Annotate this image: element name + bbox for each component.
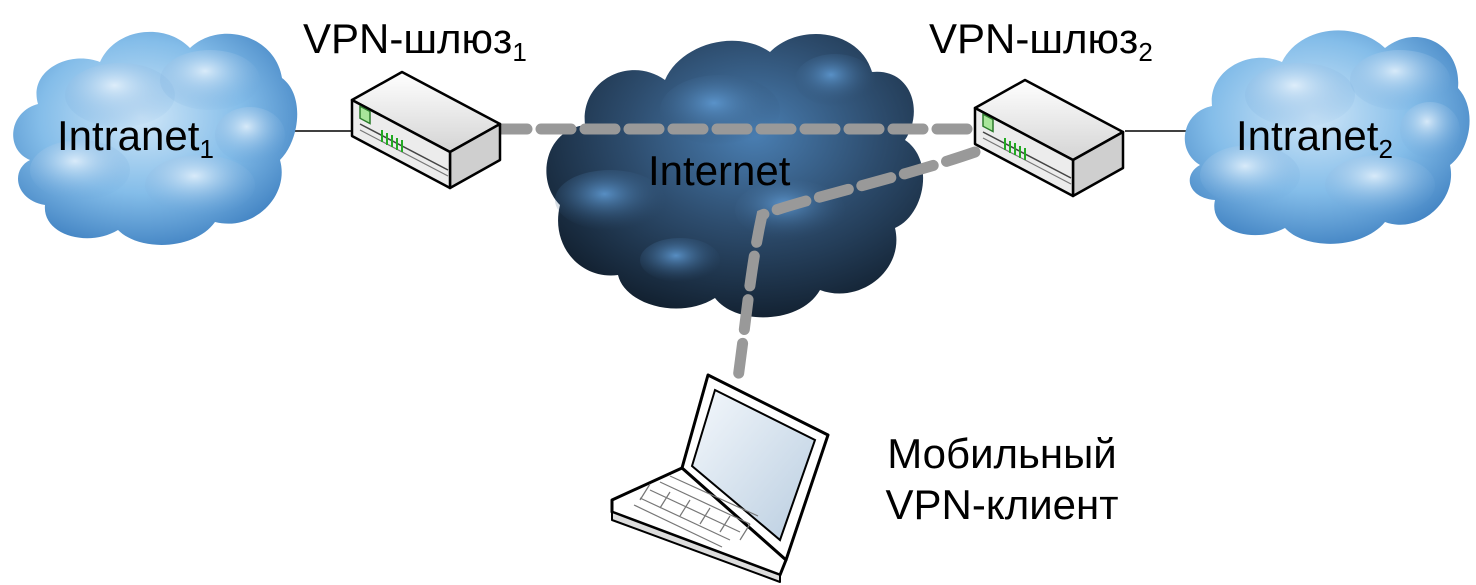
mobile-client-label-line1: Мобильный xyxy=(887,430,1117,477)
mobile-client-label-line2: VPN-клиент xyxy=(885,481,1119,529)
gateway1-label-text: VPN-шлюз xyxy=(303,15,513,62)
intranet2-label: Intranet2 xyxy=(1236,112,1393,163)
gateway2-label: VPN-шлюз2 xyxy=(929,15,1153,66)
mobile-client-label: Мобильный VPN-клиент xyxy=(862,428,1142,530)
gateway1-label-index: 1 xyxy=(512,37,527,67)
vpn-tunnels xyxy=(491,123,981,384)
internet-cloud-icon xyxy=(546,33,924,318)
intranet2-label-text: Intranet xyxy=(1236,112,1379,159)
gateway2-label-index: 2 xyxy=(1138,37,1153,67)
intranet2-cloud-icon xyxy=(1184,30,1470,244)
internet-label: Internet xyxy=(648,147,791,194)
gateway1-label: VPN-шлюз1 xyxy=(303,15,527,66)
intranet1-cloud-icon xyxy=(13,31,298,245)
intranet2-label-index: 2 xyxy=(1378,134,1393,164)
intranet1-label: Intranet1 xyxy=(57,112,214,163)
intranet1-label-text: Intranet xyxy=(57,112,200,159)
laptop-icon xyxy=(610,373,830,583)
tunnel-client-gateway2 xyxy=(732,146,981,384)
gateway2-label-text: VPN-шлюз xyxy=(929,15,1139,62)
gateway1-router-icon xyxy=(350,70,502,190)
intranet1-label-index: 1 xyxy=(199,134,214,164)
gateway2-router-icon xyxy=(973,78,1125,198)
